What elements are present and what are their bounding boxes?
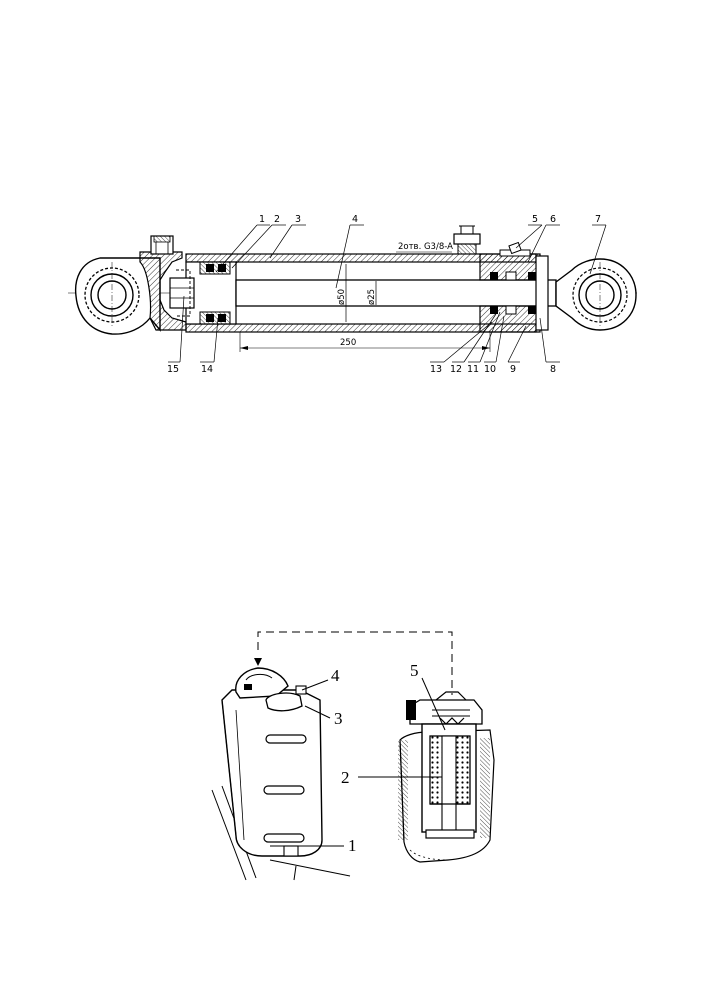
spring [439, 717, 465, 725]
callout-filter-5: 5 [410, 661, 419, 680]
piston [169, 261, 237, 325]
breather [265, 692, 303, 712]
left-end-cap [139, 235, 187, 331]
dim-rod: ø25 [367, 289, 377, 305]
callout-2: 2 [274, 214, 280, 225]
callout-1: 1 [259, 214, 265, 225]
leaders-filter [270, 677, 446, 847]
callout-4: 4 [352, 214, 358, 225]
leaders-top [215, 224, 607, 289]
drain-plug [283, 845, 299, 857]
leaders-bottom [168, 295, 560, 363]
right-eye [555, 258, 637, 331]
callout-7: 7 [595, 214, 601, 225]
tank-slot [263, 833, 305, 843]
callout-10: 10 [484, 364, 496, 375]
filter-tank-drawing: 1 2 3 4 5 [211, 631, 495, 881]
tank-slot [263, 785, 305, 795]
callout-12: 12 [450, 364, 462, 375]
tank-slot [265, 734, 307, 744]
callout-8: 8 [550, 364, 556, 375]
filter-cutaway [398, 691, 495, 863]
callout-14: 14 [201, 364, 213, 375]
callout-11: 11 [467, 364, 479, 375]
dim-length: 250 [340, 338, 356, 348]
callout-15: 15 [167, 364, 179, 375]
callout-9: 9 [510, 364, 516, 375]
filler-cap [235, 667, 289, 699]
port-note: 2отв. G3/8-A [398, 242, 453, 252]
callout-filter-2: 2 [341, 768, 350, 787]
tank [221, 667, 323, 857]
dim-bore: ø50 [337, 289, 347, 305]
port-left [453, 225, 481, 255]
callout-filter-3: 3 [334, 709, 343, 728]
left-eye [74, 257, 161, 335]
rod-gland [479, 241, 549, 333]
callout-6: 6 [550, 214, 556, 225]
piston-rod [235, 279, 557, 307]
plug [295, 685, 307, 695]
callout-13: 13 [430, 364, 442, 375]
hydraulic-cylinder-drawing: ø50 ø25 250 2отв. G3/8-A [68, 214, 638, 375]
callout-filter-4: 4 [331, 666, 340, 685]
callout-filter-1: 1 [348, 836, 357, 855]
callout-5: 5 [532, 214, 538, 225]
callout-3: 3 [295, 214, 301, 225]
